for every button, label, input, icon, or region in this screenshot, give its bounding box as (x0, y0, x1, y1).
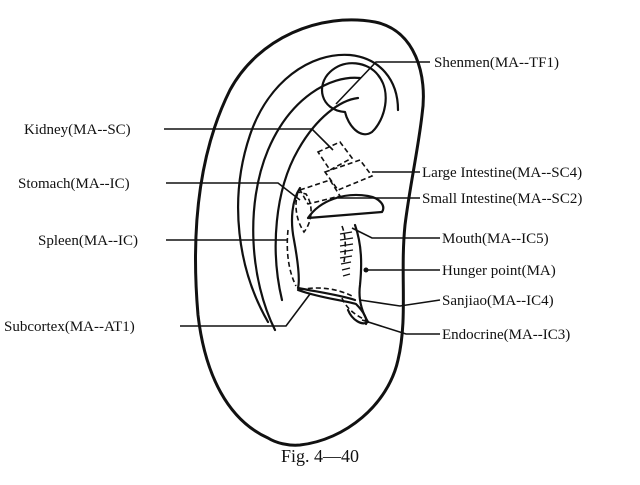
subcortex-leader (180, 293, 311, 327)
label-shenmen: Shenmen(MA--TF1) (434, 55, 559, 71)
ear-outer-contour (194, 18, 425, 447)
scapha-ridge (252, 76, 362, 332)
antitragus (296, 288, 368, 326)
label-subcortex: Subcortex(MA--AT1) (4, 319, 135, 335)
leader-lines (164, 61, 441, 335)
tragus (346, 223, 370, 325)
mouth-leader (351, 227, 440, 239)
label-hunger-point: Hunger point(MA) (442, 263, 556, 279)
endocrine-leader (361, 319, 440, 335)
crus-of-helix (306, 193, 385, 220)
hunger-point-dot (363, 267, 369, 273)
label-mouth: Mouth(MA--IC5) (442, 231, 549, 247)
mouth-hatching (339, 225, 354, 277)
large-intestine-zone (323, 159, 374, 191)
figure-caption: Fig. 4—40 (281, 446, 359, 466)
spleen-zone (286, 229, 297, 287)
sanjiao-zone (341, 297, 367, 321)
sanjiao-leader (359, 299, 441, 307)
ear-drawing (194, 18, 425, 447)
shenmen-leader (335, 61, 430, 105)
label-sanjiao: Sanjiao(MA--IC4) (442, 293, 554, 309)
triangular-fossa (321, 62, 387, 136)
label-kidney: Kidney(MA--SC) (24, 122, 131, 138)
subcortex-zone (299, 287, 353, 297)
cavum-conchae (290, 186, 357, 302)
kidney-leader (164, 128, 334, 151)
labels: Shenmen(MA--TF1) Kidney(MA--SC) Large In… (4, 55, 582, 343)
kidney-zone (316, 141, 354, 172)
label-endocrine: Endocrine(MA--IC3) (442, 327, 570, 343)
label-small-intestine: Small Intestine(MA--SC2) (422, 191, 582, 207)
acupoint-zones (286, 141, 374, 321)
stomach-leader (166, 182, 301, 201)
helix-inner-rim (237, 53, 400, 324)
label-large-intestine: Large Intestine(MA--SC4) (422, 165, 582, 181)
stomach-zone (295, 191, 312, 234)
small-intestine-zone (298, 179, 342, 205)
label-stomach: Stomach(MA--IC) (18, 176, 130, 192)
label-spleen: Spleen(MA--IC) (38, 233, 138, 249)
antihelix-ridge (274, 96, 360, 302)
